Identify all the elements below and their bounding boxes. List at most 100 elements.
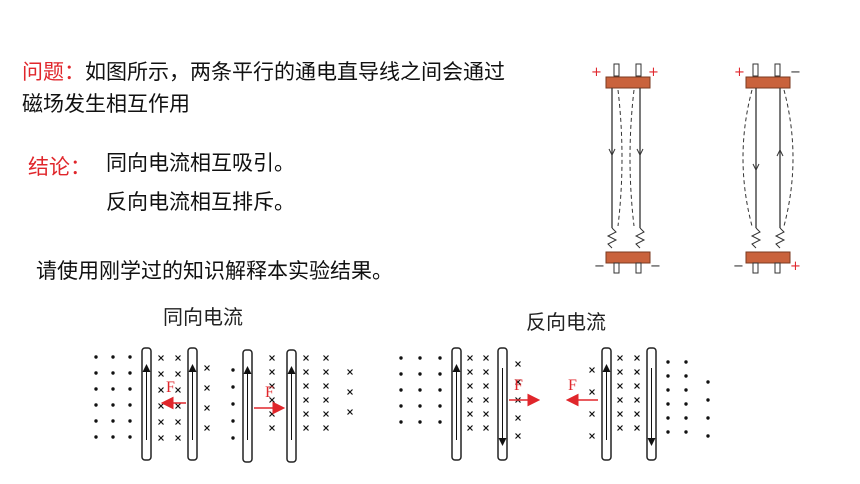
field-dot bbox=[111, 419, 115, 423]
field-dot bbox=[94, 435, 98, 439]
task-prompt: 请使用刚学过的知识解释本实验结果。 bbox=[36, 259, 393, 283]
field-cross bbox=[515, 415, 521, 421]
force-label: F bbox=[568, 377, 577, 394]
field-cross bbox=[204, 365, 210, 371]
field-cross bbox=[175, 371, 181, 377]
field-cross bbox=[515, 433, 521, 439]
bottom-bar bbox=[745, 251, 791, 264]
question-line-1: 问题：如图所示，两条平行的通电直导线之间会通过 bbox=[22, 56, 582, 86]
field-dot bbox=[706, 380, 710, 384]
force-arrows: F F F F bbox=[160, 377, 598, 415]
caption-same-direction: 同向电流 bbox=[163, 305, 243, 329]
field-dot bbox=[111, 355, 115, 359]
field-dot bbox=[94, 419, 98, 423]
field-cross bbox=[515, 379, 521, 385]
question-text-2: 磁场发生相互作用 bbox=[22, 92, 190, 116]
terminal-sign: + bbox=[734, 65, 745, 80]
field-cross bbox=[617, 397, 623, 403]
field-dot bbox=[94, 371, 98, 375]
field-dot bbox=[666, 374, 670, 378]
field-dot bbox=[684, 430, 688, 434]
field-cross bbox=[175, 403, 181, 409]
conclusion-item-same: 同向电流相互吸引。 bbox=[106, 151, 295, 175]
field-dot bbox=[418, 404, 422, 408]
field-dot bbox=[128, 371, 132, 375]
terminal-sign: − bbox=[733, 259, 744, 274]
apparatus-opposite-direction: + − − + bbox=[733, 63, 801, 274]
question-label: 问题： bbox=[22, 60, 85, 84]
field-cross bbox=[467, 355, 473, 361]
field-cross bbox=[175, 355, 181, 361]
field-dot bbox=[128, 387, 132, 391]
field-cross bbox=[323, 383, 329, 389]
field-dot bbox=[94, 403, 98, 407]
field-cross bbox=[158, 355, 164, 361]
field-cross bbox=[204, 405, 210, 411]
field-cross bbox=[467, 425, 473, 431]
wire-diagrams bbox=[141, 347, 657, 463]
field-dot bbox=[94, 387, 98, 391]
caption-opposite-direction: 反向电流 bbox=[526, 310, 606, 334]
field-cross bbox=[617, 355, 623, 361]
field-dot bbox=[111, 435, 115, 439]
field-dot bbox=[706, 398, 710, 402]
field-cross bbox=[467, 411, 473, 417]
field-cross bbox=[634, 369, 640, 375]
field-cross bbox=[303, 355, 309, 361]
field-dot bbox=[684, 416, 688, 420]
field-cross bbox=[204, 385, 210, 391]
field-dot bbox=[706, 434, 710, 438]
field-cross bbox=[303, 383, 309, 389]
field-cross bbox=[483, 411, 489, 417]
field-dot bbox=[666, 402, 670, 406]
field-cross bbox=[467, 383, 473, 389]
field-cross bbox=[175, 387, 181, 393]
field-cross bbox=[483, 425, 489, 431]
field-cross bbox=[303, 425, 309, 431]
field-cross bbox=[269, 411, 275, 417]
top-bar bbox=[745, 76, 791, 89]
field-dot bbox=[666, 416, 670, 420]
field-dot bbox=[418, 388, 422, 392]
field-cross bbox=[303, 411, 309, 417]
force-label: F bbox=[265, 384, 274, 401]
field-cross bbox=[467, 369, 473, 375]
field-cross bbox=[323, 397, 329, 403]
field-dot bbox=[128, 403, 132, 407]
field-cross bbox=[483, 355, 489, 361]
field-dot bbox=[684, 388, 688, 392]
field-cross bbox=[483, 369, 489, 375]
field-cross bbox=[634, 397, 640, 403]
field-cross bbox=[617, 383, 623, 389]
field-cross bbox=[634, 355, 640, 361]
field-dot bbox=[94, 355, 98, 359]
field-cross bbox=[589, 367, 595, 373]
field-dot bbox=[128, 435, 132, 439]
field-dot bbox=[666, 360, 670, 364]
force-label: F bbox=[514, 377, 523, 394]
terminal-sign: − bbox=[790, 65, 801, 80]
terminal-sign: + bbox=[648, 65, 659, 80]
field-dot bbox=[666, 388, 670, 392]
field-cross bbox=[204, 425, 210, 431]
field-dot bbox=[111, 403, 115, 407]
field-dot bbox=[111, 387, 115, 391]
field-dot bbox=[418, 420, 422, 424]
field-cross bbox=[347, 389, 353, 395]
field-cross bbox=[158, 403, 164, 409]
terminal-sign: + bbox=[591, 65, 602, 80]
field-dot bbox=[231, 385, 235, 389]
field-cross bbox=[347, 409, 353, 415]
field-cross bbox=[323, 425, 329, 431]
field-dot bbox=[231, 402, 235, 406]
terminal-sign: − bbox=[650, 259, 661, 274]
conclusion-item-opposite: 反向电流相互排斥。 bbox=[106, 190, 295, 214]
field-cross bbox=[589, 433, 595, 439]
field-dot bbox=[231, 436, 235, 440]
field-cross bbox=[158, 387, 164, 393]
field-cross bbox=[269, 425, 275, 431]
field-dot bbox=[399, 356, 403, 360]
field-cross bbox=[634, 383, 640, 389]
field-dot bbox=[128, 355, 132, 359]
